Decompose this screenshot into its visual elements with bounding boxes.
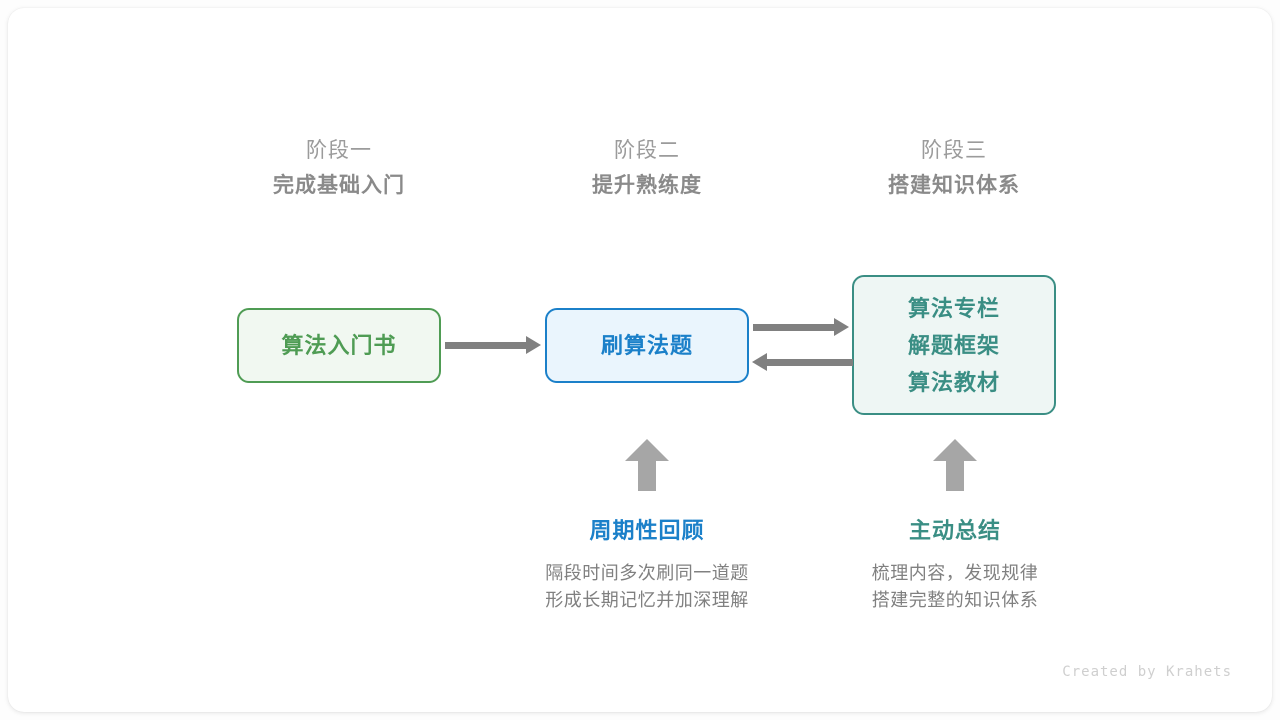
stage-title-2: 提升熟练度 [592, 174, 702, 197]
note-review-description-line-2: 形成长期记忆并加深理解 [545, 590, 749, 610]
connector-book-to-practice-arrowhead-icon [526, 336, 541, 354]
note-summary-title: 主动总结 [908, 518, 1001, 543]
note-review: 周期性回顾 隔段时间多次刷同一道题 形成长期记忆并加深理解 [497, 514, 797, 614]
note-review-title: 周期性回顾 [589, 518, 705, 543]
stage-label-2: 阶段二 [614, 139, 680, 162]
note-review-description-line-1: 隔段时间多次刷同一道题 [545, 563, 749, 583]
node-box-book[interactable]: 算法入门书 [237, 308, 441, 383]
stage-title-1: 完成基础入门 [273, 174, 405, 197]
node-box-book-line-1: 算法入门书 [281, 333, 397, 358]
stage-label-1: 阶段一 [306, 139, 372, 162]
stage-label-3: 阶段三 [921, 139, 987, 162]
stage-heading-1: 阶段一 完成基础入门 [209, 134, 469, 204]
up-arrow-summary-icon [933, 439, 977, 491]
node-box-practice-line-1: 刷算法题 [600, 333, 693, 358]
diagram-card: 阶段一 完成基础入门 阶段二 提升熟练度 阶段三 搭建知识体系 算法入门书 刷算… [8, 8, 1272, 712]
note-summary-description: 梳理内容，发现规律 搭建完整的知识体系 [805, 560, 1105, 614]
node-box-system[interactable]: 算法专栏 解题框架 算法教材 [852, 275, 1056, 415]
node-box-system-line-1: 算法专栏 [907, 295, 1000, 321]
note-summary-description-line-1: 梳理内容，发现规律 [871, 563, 1039, 583]
note-summary: 主动总结 梳理内容，发现规律 搭建完整的知识体系 [805, 514, 1105, 614]
connector-system-to-practice-arrowhead-icon [752, 353, 767, 371]
node-box-system-line-3: 算法教材 [907, 369, 1000, 395]
node-box-system-line-2: 解题框架 [907, 332, 1000, 358]
connector-book-to-practice-line [445, 342, 531, 349]
stage-heading-2: 阶段二 提升熟练度 [517, 134, 777, 204]
connector-practice-to-system-arrowhead-icon [834, 318, 849, 336]
up-arrow-review-icon [625, 439, 669, 491]
connector-system-to-practice-line [767, 359, 853, 366]
stage-title-3: 搭建知识体系 [888, 174, 1020, 197]
stage-heading-3: 阶段三 搭建知识体系 [824, 134, 1084, 204]
note-review-description: 隔段时间多次刷同一道题 形成长期记忆并加深理解 [497, 560, 797, 614]
node-box-practice[interactable]: 刷算法题 [545, 308, 749, 383]
credit-text: Created by Krahets [1062, 664, 1232, 680]
connector-practice-to-system-line [753, 324, 839, 331]
note-summary-description-line-2: 搭建完整的知识体系 [871, 590, 1039, 610]
